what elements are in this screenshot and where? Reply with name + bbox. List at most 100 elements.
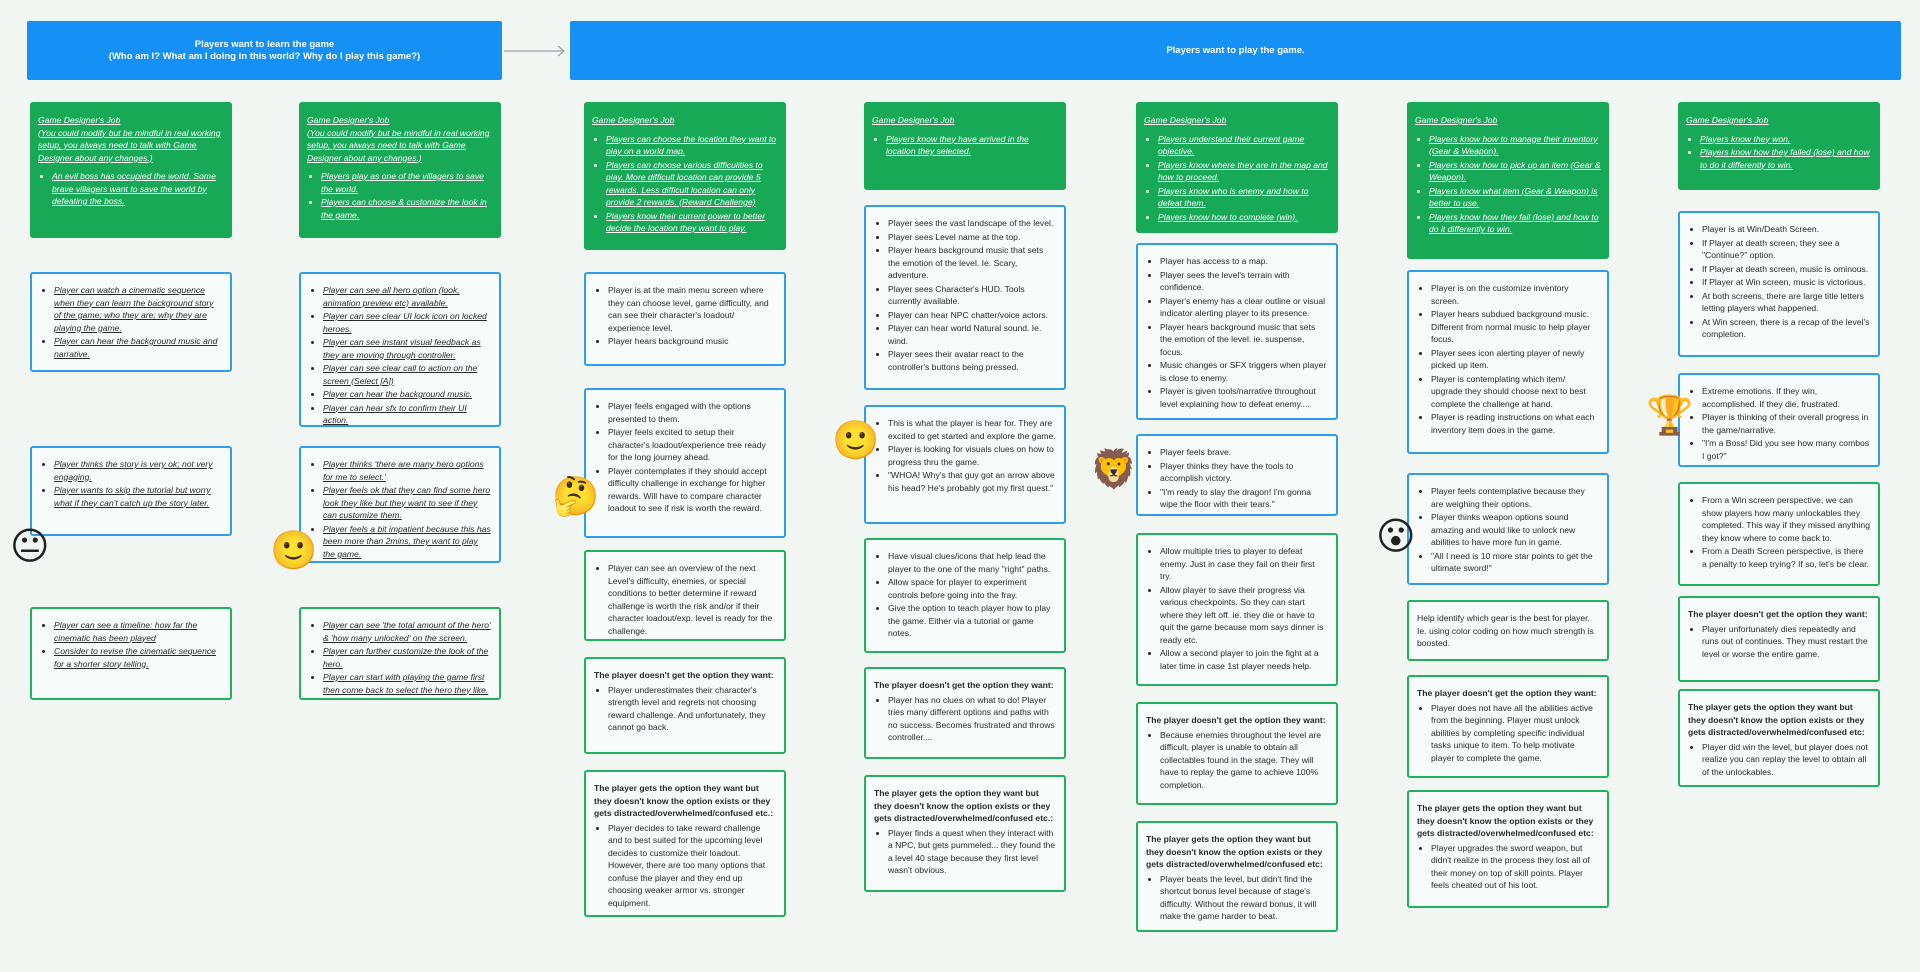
pain-point-note[interactable]: The player gets the option they want but… [1136, 821, 1338, 932]
pain-point-note[interactable]: The player doesn't get the option they w… [1136, 702, 1338, 805]
bullet-list: Player thinks the story is very ok; not … [40, 458, 222, 509]
list-item: Player underestimates their character's … [608, 684, 776, 734]
designer-job-card[interactable]: Game Designer's Job (You could modify bu… [299, 102, 501, 238]
sticky-note[interactable]: Player is at Win/Death Screen.If Player … [1678, 211, 1880, 357]
list-item: Allow space for player to experiment con… [888, 576, 1056, 601]
bullet-list: Player upgrades the sword weapon, but di… [1417, 842, 1599, 892]
list-item: Player hears background music that sets … [1160, 321, 1328, 359]
sticky-note[interactable]: Extreme emotions. If they win, accomplis… [1678, 373, 1880, 467]
sticky-note[interactable]: Player feels brave.Player thinks they ha… [1136, 434, 1338, 516]
list-item: Player upgrades the sword weapon, but di… [1431, 842, 1599, 892]
designer-job-card[interactable]: Game Designer's JobPlayers understand th… [1136, 102, 1338, 233]
bullet-list: Player can watch a cinematic sequence wh… [40, 284, 222, 360]
designer-job-card[interactable]: Game Designer's JobPlayers know how to m… [1407, 102, 1609, 259]
list-item: Player did win the level, but player doe… [1702, 741, 1870, 779]
sticky-note[interactable]: Player is at the main menu screen where … [584, 272, 786, 366]
list-item: Players know they have arrived in the lo… [886, 133, 1058, 158]
list-item: An evil boss has occupied the world. Som… [52, 170, 224, 208]
opportunity-note[interactable]: From a Win screen perspective, we can sh… [1678, 482, 1880, 586]
list-item: Player has access to a map. [1160, 255, 1328, 268]
slightly-smiling-face-icon[interactable]: 🙂 [832, 418, 880, 462]
designer-job-card[interactable]: Game Designer's JobPlayers know they hav… [864, 102, 1066, 190]
bullet-list: Player is on the customize inventory scr… [1417, 282, 1599, 436]
bullet-list: Player finds a quest when they interact … [874, 827, 1056, 877]
sticky-note[interactable]: Player feels engaged with the options pr… [584, 388, 786, 538]
bullet-list: Player is at the main menu screen where … [594, 284, 776, 348]
header-learn-text: Players want to learn the game (Who am I… [108, 38, 421, 62]
opportunity-note[interactable]: Player can see an overview of the next L… [584, 550, 786, 641]
card-title: The player doesn't get the option they w… [1146, 715, 1326, 725]
sticky-note[interactable]: Player thinks the story is very ok; not … [30, 446, 232, 536]
list-item: "WHOA! Why's that guy got an arrow above… [888, 469, 1056, 494]
hushed-face-icon[interactable]: 😮 [1376, 514, 1416, 558]
sticky-note[interactable]: Player is on the customize inventory scr… [1407, 270, 1609, 454]
sticky-note[interactable]: Player can watch a cinematic sequence wh… [30, 272, 232, 372]
card-title: The player gets the option they want but… [1417, 803, 1594, 838]
list-item: Player thinks they have the tools to acc… [1160, 460, 1328, 485]
pain-point-note[interactable]: The player doesn't get the option they w… [1407, 675, 1609, 778]
list-item: Players know how to manage their invento… [1429, 133, 1601, 158]
bullet-list: Player can see a timeline: how far the c… [40, 619, 222, 670]
list-item: This is what the player is hear for. The… [888, 417, 1056, 442]
list-item: Player beats the level, but didn't find … [1160, 873, 1328, 923]
lion-face-icon[interactable]: 🦁 [1090, 447, 1138, 491]
opportunity-note[interactable]: Player can see a timeline: how far the c… [30, 607, 232, 700]
opportunity-note[interactable]: Help identify which gear is the best for… [1407, 600, 1609, 661]
list-item: Player feels engaged with the options pr… [608, 400, 776, 425]
list-item: Player decides to take reward challenge … [608, 822, 776, 910]
designer-job-card[interactable]: Game Designer's JobPlayers know they won… [1678, 102, 1880, 190]
bullet-list: Players understand their current game ob… [1144, 133, 1330, 224]
slightly-smiling-face-icon[interactable]: 🙂 [270, 528, 318, 572]
sticky-note[interactable]: This is what the player is hear for. The… [864, 405, 1066, 524]
pain-point-note[interactable]: The player gets the option they want but… [1678, 689, 1880, 787]
sticky-note[interactable]: Player can see all hero option (look, an… [299, 272, 501, 427]
list-item: Player thinks the story is very ok; not … [54, 458, 222, 483]
list-item: Player hears subdued background music. D… [1431, 308, 1599, 346]
card-title: The player doesn't get the option they w… [874, 680, 1054, 690]
list-item: Player feels a bit impatient because thi… [323, 523, 491, 561]
list-item: Player wants to skip the tutorial but wo… [54, 484, 222, 509]
pain-point-note[interactable]: The player doesn't get the option they w… [864, 667, 1066, 759]
designer-job-card[interactable]: Game Designer's JobPlayers can choose th… [584, 102, 786, 250]
arrow-icon [504, 45, 565, 57]
bullet-list: Player unfortunately dies repeatedly and… [1688, 623, 1870, 661]
list-item: From a Win screen perspective, we can sh… [1702, 494, 1870, 544]
sticky-note[interactable]: Player thinks 'there are many hero optio… [299, 446, 501, 563]
opportunity-note[interactable]: Have visual clues/icons that help lead t… [864, 538, 1066, 653]
header-play[interactable]: Players want to play the game. [570, 21, 1901, 80]
neutral-face-icon[interactable]: 😐 [10, 524, 50, 568]
opportunity-note[interactable]: Allow multiple tries to player to defeat… [1136, 533, 1338, 686]
designer-job-card[interactable]: Game Designer's Job (You could modify bu… [30, 102, 232, 238]
list-item: Player thinks weapon options sound amazi… [1431, 511, 1599, 549]
list-item: Players know how to pick up an item (Gea… [1429, 159, 1601, 184]
list-item: Player is at Win/Death Screen. [1702, 223, 1870, 236]
pain-point-note[interactable]: The player gets the option they want but… [584, 770, 786, 917]
bullet-list: Extreme emotions. If they win, accomplis… [1688, 385, 1870, 462]
header-learn[interactable]: Players want to learn the game (Who am I… [27, 21, 502, 80]
sticky-note[interactable]: Player has access to a map.Player sees t… [1136, 243, 1338, 420]
list-item: Player is at the main menu screen where … [608, 284, 776, 334]
list-item: Consider to revise the cinematic sequenc… [54, 645, 222, 670]
list-item: Player can see clear call to action on t… [323, 362, 491, 387]
card-title: Game Designer's Job [592, 115, 675, 125]
header-play-text: Players want to play the game. [1166, 44, 1305, 56]
list-item: Players know who is enemy and how to def… [1158, 185, 1330, 210]
pain-point-note[interactable]: The player doesn't get the option they w… [1678, 596, 1880, 682]
thinking-face-icon[interactable]: 🤔 [552, 474, 600, 518]
pain-point-note[interactable]: The player gets the option they want but… [864, 775, 1066, 892]
sticky-note[interactable]: Player sees the vast landscape of the le… [864, 205, 1066, 390]
bullet-list: Have visual clues/icons that help lead t… [874, 550, 1056, 640]
list-item: Player feels excited to setup their char… [608, 426, 776, 464]
bullet-list: Players can choose the location they wan… [592, 133, 778, 235]
opportunity-note[interactable]: Player can see 'the total amount of the … [299, 607, 501, 700]
sticky-note[interactable]: Player feels contemplative because they … [1407, 473, 1609, 585]
list-item: Allow player to save their progress via … [1160, 584, 1328, 647]
list-item: Player can see instant visual feedback a… [323, 336, 491, 361]
list-item: Player sees the level's terrain with con… [1160, 269, 1328, 294]
pain-point-note[interactable]: The player doesn't get the option they w… [584, 657, 786, 754]
trophy-icon[interactable]: 🏆 [1646, 393, 1694, 437]
list-item: Player has no clues on what to do! Playe… [888, 694, 1056, 744]
pain-point-note[interactable]: The player gets the option they want but… [1407, 790, 1609, 908]
list-item: At both screens, there are large title l… [1702, 290, 1870, 315]
list-item: Player can see a timeline: how far the c… [54, 619, 222, 644]
